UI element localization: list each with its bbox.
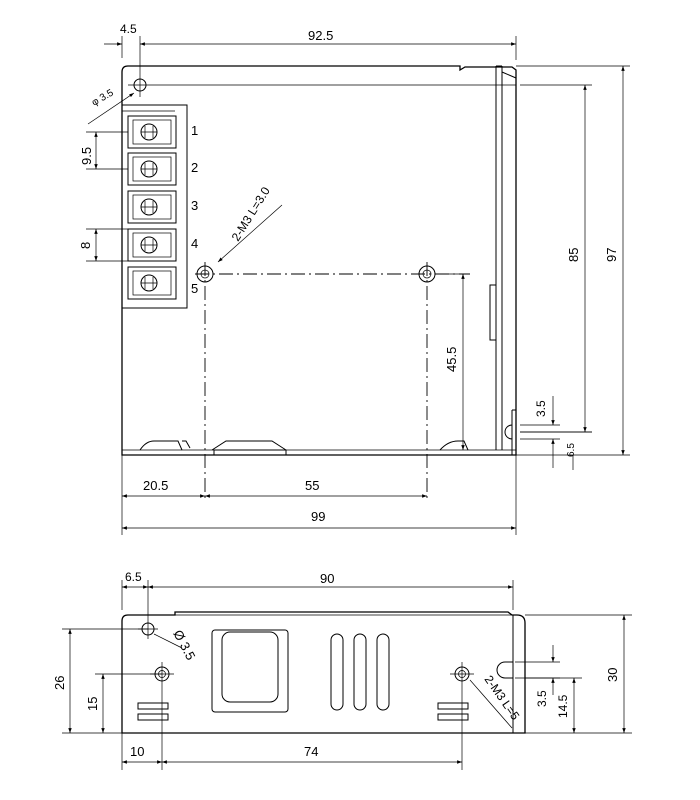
dim-side-slot-top xyxy=(520,396,592,470)
side-view: Ø 3.5 2-M3 L=5 6.5 90 26 15 xyxy=(52,570,632,770)
dim-bottom-widths xyxy=(121,455,517,535)
dim-side-left-heights xyxy=(62,628,162,734)
dim-side-right-heights xyxy=(515,614,632,734)
dim-height-hole-upper: 26 xyxy=(52,676,67,690)
mount-holes-m3-top xyxy=(195,204,470,500)
dim-length-side: 90 xyxy=(320,571,334,586)
dim-hole-left-side: 10 xyxy=(130,744,144,759)
dim-terminal-width xyxy=(86,228,128,262)
top-view-outline xyxy=(121,65,517,456)
dim-side-top-widths xyxy=(121,580,514,619)
hole-top-left xyxy=(128,73,516,97)
terminal-1 xyxy=(127,115,177,149)
terminal-4 xyxy=(127,228,177,262)
terminal-3 xyxy=(127,190,177,224)
terminal-number-2: 2 xyxy=(191,160,198,175)
terminal-number-1: 1 xyxy=(191,123,198,138)
dim-side-slot-side: 3.5 xyxy=(535,690,549,707)
dim-terminal-width-label: 8 xyxy=(78,242,93,249)
dim-mount-screw-top: 2-M3 L=3.0 xyxy=(229,184,273,243)
terminal-block xyxy=(121,104,188,309)
dim-hole-height xyxy=(440,273,470,450)
dim-offset-left-side: 6.5 xyxy=(125,570,142,584)
side-view-outline xyxy=(121,611,526,734)
top-view: 1 2 3 4 5 2-M3 L=3.0 4.5 92.5 xyxy=(78,22,630,535)
dim-hole-spacing-top: 55 xyxy=(305,478,319,493)
dim-hole-dia-leader xyxy=(87,92,135,125)
terminal-number-4: 4 xyxy=(191,236,198,251)
dim-side-slot-top-label: 3.5 xyxy=(534,400,548,417)
dim-hole-spacing-side: 74 xyxy=(304,744,318,759)
dim-height-inner: 85 xyxy=(566,248,581,262)
dim-hole-dia-side-leader xyxy=(153,633,183,649)
terminal-number-3: 3 xyxy=(191,198,198,213)
dim-height-hole-lower: 15 xyxy=(85,697,100,711)
dim-hole-height-label: 45.5 xyxy=(444,347,459,372)
dim-mount-screw-side: 2-M3 L=5 xyxy=(482,673,523,723)
dim-top-widths xyxy=(104,36,517,73)
terminal-2 xyxy=(127,152,177,186)
terminal-5 xyxy=(127,266,177,300)
dim-width-total-top: 99 xyxy=(311,509,325,524)
dim-hole-left-top: 20.5 xyxy=(143,478,168,493)
dim-width-top: 92.5 xyxy=(308,28,333,43)
dim-side-bottom-top-label: 6.5 xyxy=(566,443,577,457)
dim-terminal-pitch-label: 9.5 xyxy=(79,147,94,165)
dim-mount-screw-side-leader xyxy=(469,679,513,729)
dim-hole-dia-side: Ø 3.5 xyxy=(170,627,198,662)
dim-height-total-top: 97 xyxy=(604,248,619,262)
dim-offset-left-top: 4.5 xyxy=(120,22,137,36)
dim-hole-dia-top: φ 3.5 xyxy=(90,87,116,108)
dim-side-height-side: 14.5 xyxy=(556,694,570,718)
terminal-number-5: 5 xyxy=(191,281,198,296)
dim-height-total-side: 30 xyxy=(605,668,620,682)
dim-terminal-pitch xyxy=(86,131,128,170)
dim-side-bottom-widths xyxy=(121,733,462,770)
